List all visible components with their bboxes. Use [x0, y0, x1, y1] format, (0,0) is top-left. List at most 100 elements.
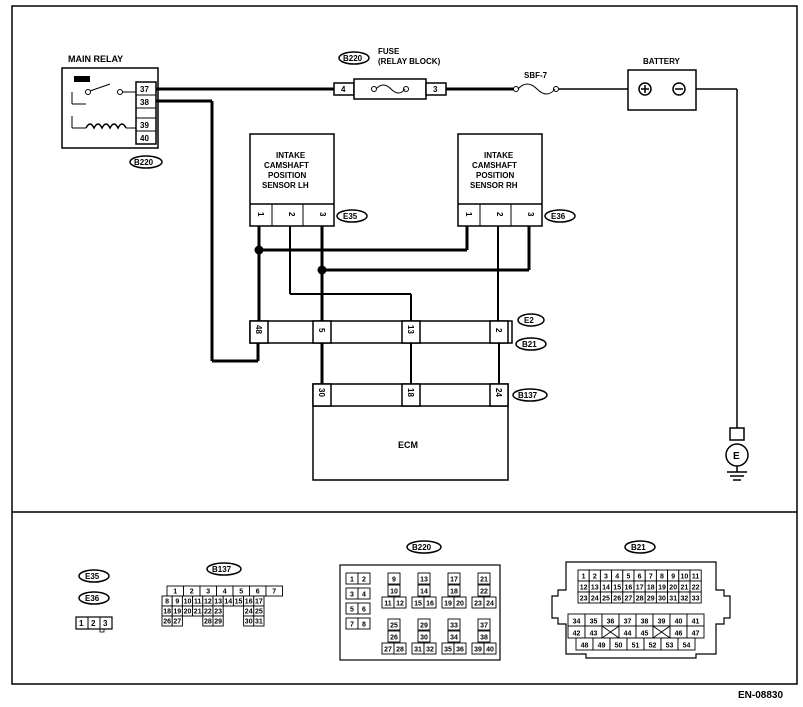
b137-pin-7: 7: [272, 589, 276, 596]
b21-pin-1: 1: [582, 574, 586, 581]
b220-pin-24-cell: [483, 596, 497, 609]
b21-pin-54-cell: [677, 637, 696, 651]
b220-pin-40: 40: [486, 647, 494, 654]
b137-label: B137: [212, 565, 232, 574]
b220-pin-38: 38: [480, 635, 488, 642]
b137-pin-8: 8: [165, 599, 169, 606]
sensor-rh-pin-2: 2: [495, 212, 504, 217]
b137-pin-3: 3: [206, 589, 210, 596]
ground-label: E: [733, 451, 740, 462]
b220-pin-4: 4: [362, 592, 366, 599]
b21-pin-47-cell: [686, 625, 705, 639]
b220-pin-4-cell: [357, 587, 371, 600]
e35-label: E35: [85, 572, 100, 581]
b220-pin-33-cell: [447, 618, 461, 631]
b220-pin-26-cell: [387, 630, 401, 643]
b137-pin-7-cell: [265, 585, 283, 597]
b21-pin-22: 22: [692, 585, 700, 592]
b220-pin-24: 24: [486, 601, 494, 608]
b21-pin-11: 11: [692, 574, 700, 581]
b21-pin-2: 2: [593, 574, 597, 581]
relay-pin-38: 38: [140, 98, 149, 107]
b220-pin-22: 22: [480, 589, 488, 596]
b220-pin-25-cell: [387, 618, 401, 631]
b137-pin-19: 19: [173, 609, 181, 616]
b137-pin-14: 14: [224, 599, 232, 606]
b220-pin-39: 39: [474, 647, 482, 654]
sensor-lh-line-3: POSITION: [268, 171, 306, 180]
b21-pin-40: 40: [675, 619, 683, 626]
b220-pin-1: 1: [350, 577, 354, 584]
b220-pin-12: 12: [396, 601, 404, 608]
relay-pin-39: 39: [140, 121, 149, 130]
sensor-wires: [254, 226, 531, 321]
b220-pin-30-cell: [417, 630, 431, 643]
b21-pin-43: 43: [590, 631, 598, 638]
b21-pin-47: 47: [692, 631, 700, 638]
main-relay-label: MAIN RELAY: [68, 54, 123, 64]
b220-pin-2: 2: [362, 577, 366, 584]
b21-pin-18: 18: [647, 585, 655, 592]
b220-pin-29: 29: [420, 623, 428, 630]
battery-label: BATTERY: [643, 57, 681, 66]
relay-pin-37: 37: [140, 85, 149, 94]
e36-label: E36: [85, 594, 100, 603]
b220-pin-22-cell: [477, 584, 491, 597]
b21-blank-cross: [601, 625, 620, 639]
sbf-fuse: SBF-7: [513, 71, 559, 95]
joint-pin-13: 13: [406, 325, 415, 334]
b137-pin-20: 20: [184, 609, 192, 616]
b21-pin-34: 34: [573, 619, 581, 626]
b220-pin-20: 20: [456, 601, 464, 608]
b220-pin-38-cell: [477, 630, 491, 643]
b21-pin-14: 14: [602, 585, 610, 592]
b220-pin-9-cell: [387, 572, 401, 585]
b220-pin-23: 23: [474, 601, 482, 608]
sensor-rh: INTAKE CAMSHAFT POSITION SENSOR RH 1 2 3…: [457, 133, 576, 227]
b21-pin-9: 9: [671, 574, 675, 581]
b220-pin-18-cell: [447, 584, 461, 597]
main-relay: MAIN RELAY 37 38 39 40 B220: [61, 54, 163, 169]
b220-pin-3: 3: [350, 592, 354, 599]
b220-pin-5: 5: [350, 607, 354, 614]
sensor-rh-pin-3: 3: [526, 212, 535, 217]
sensor-rh-line-3: POSITION: [476, 171, 514, 180]
b21-pin-4: 4: [615, 574, 619, 581]
b137-pin-10: 10: [184, 599, 192, 606]
b220-pin-13: 13: [420, 577, 428, 584]
b220-pin-34: 34: [450, 635, 458, 642]
b21-pin-12: 12: [580, 585, 588, 592]
b21-pin-23: 23: [580, 596, 588, 603]
b21-pin-46: 46: [675, 631, 683, 638]
b21-pin-24: 24: [591, 596, 599, 603]
b21-pin-32: 32: [681, 596, 689, 603]
relay-pin-40: 40: [140, 134, 149, 143]
battery: BATTERY: [627, 57, 697, 111]
b220-pin-28: 28: [396, 647, 404, 654]
b21-pin-49: 49: [598, 643, 606, 650]
e-pin-3: 3: [103, 619, 108, 628]
b220-pin-40-cell: [483, 642, 497, 655]
b220-pin-16-cell: [423, 596, 437, 609]
b21-pin-42: 42: [573, 631, 581, 638]
connector-e35-e36: E35 E36 1 2 3: [75, 569, 113, 633]
b220-pin-10: 10: [390, 589, 398, 596]
b137-pin-26: 26: [163, 619, 171, 626]
b21-pin-30: 30: [658, 596, 666, 603]
diagram-frame: [11, 5, 798, 685]
sensor-rh-connector: E36: [551, 212, 566, 221]
b220-pin-36-cell: [453, 642, 467, 655]
ecm-wires: [320, 343, 500, 384]
b220-pin-21: 21: [480, 577, 488, 584]
b220-pin-10-cell: [387, 584, 401, 597]
b21-pin-41: 41: [692, 619, 700, 626]
fuse: B220 FUSE (RELAY BLOCK) 4 3: [333, 47, 447, 100]
b220-pin-35: 35: [444, 647, 452, 654]
e-pin-1: 1: [79, 619, 84, 628]
b21-pin-31: 31: [669, 596, 677, 603]
b220-pin-17: 17: [450, 577, 458, 584]
b137-pin-30: 30: [245, 619, 253, 626]
b21-pin-6: 6: [638, 574, 642, 581]
